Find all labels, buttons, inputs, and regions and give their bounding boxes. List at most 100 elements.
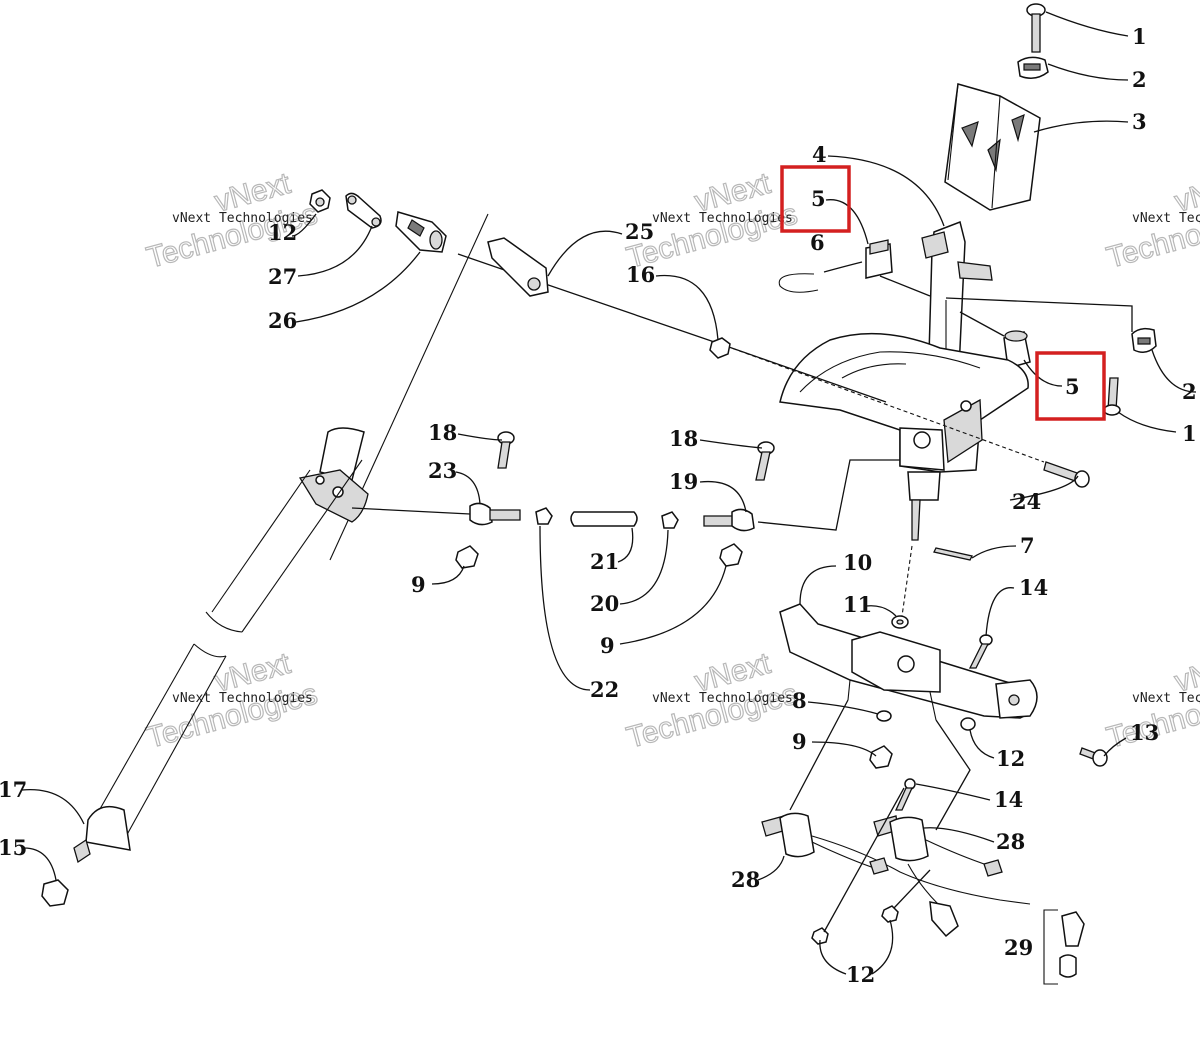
steering-arm-part-10 (779, 603, 1038, 721)
bolt-part-14-upper (968, 634, 993, 669)
callout-label: 9 (792, 729, 807, 754)
callout-label: 28 (731, 867, 760, 892)
ball-joint-part-19 (703, 508, 755, 532)
sleeve-part-21 (570, 511, 638, 527)
callout-label: 20 (590, 591, 619, 616)
callout-label: 27 (268, 264, 297, 289)
bolt-part-24 (1043, 461, 1090, 488)
callout-labels: 1 2 3 4 5 6 12 27 26 25 16 5 2 1 18 23 1… (0, 24, 1197, 987)
callout-label: 1 (1182, 421, 1197, 446)
ball-joint-part-23 (469, 502, 521, 526)
bushing-part-5-upper (865, 239, 893, 279)
axis-line (901, 545, 913, 617)
bolt-part-14-lower (894, 778, 916, 811)
tie-rod-end-part-25 (487, 237, 549, 297)
bushing-part-5-lower (1003, 330, 1031, 369)
callout-label: 9 (600, 633, 615, 658)
callout-label: 12 (846, 962, 875, 987)
nut-part-16 (709, 337, 731, 359)
bolt-part-18-right (755, 441, 775, 481)
callout-label: 18 (669, 426, 698, 451)
watermark-mid-center: Technologies vNext vNext Technologies (623, 646, 802, 755)
connector-plug (929, 901, 959, 938)
callout-label: 17 (0, 777, 27, 802)
callout-label: 13 (1130, 720, 1159, 745)
watermark-text: vNext Technologies (172, 691, 313, 706)
callout-label: 19 (669, 469, 698, 494)
callout-label: 22 (590, 677, 619, 702)
pitman-arm-part-27 (345, 192, 382, 229)
callout-label: 14 (994, 787, 1023, 812)
watermark-text: vNext Technologies (1132, 211, 1200, 226)
callout-label: 26 (268, 308, 297, 333)
assembly-bracket-line (879, 275, 931, 297)
callout-label: 25 (625, 219, 654, 244)
nut-part-15 (41, 879, 69, 907)
watermark-text: vNext Technologies (172, 211, 313, 226)
tie-rod-end-part-26 (395, 211, 447, 253)
watermark-text: vNext Technologies (652, 211, 793, 226)
axis-line (725, 345, 1045, 463)
callout-label: 8 (792, 688, 807, 713)
bolt-part-13 (1079, 747, 1108, 767)
nut-part-9-lower (869, 745, 893, 769)
highlight-box-upper (780, 165, 851, 233)
callout-label: 1 (1132, 24, 1147, 49)
callout-label: 12 (996, 746, 1025, 771)
washer-part-11 (891, 615, 909, 629)
washer-part-8 (876, 710, 892, 722)
callout-label: 10 (843, 550, 872, 575)
nut-part-9-left (455, 545, 479, 569)
watermark-text: vNext Technologies (652, 691, 793, 706)
callout-label: 11 (843, 592, 872, 617)
sensor-part-28-right (873, 815, 1003, 877)
callout-label: 23 (428, 458, 457, 483)
nut-part-12-bottom-right (881, 905, 899, 923)
pin-part-7 (933, 547, 973, 561)
watermark-text: vNext Technologies (1132, 691, 1200, 706)
sensor-part-28-left (761, 812, 1031, 905)
watermark-mid-left: Technologies vNext vNext Technologies (143, 646, 322, 755)
callout-label: 5 (1065, 374, 1080, 399)
drag-link-axis (757, 459, 900, 531)
callout-label: 15 (0, 835, 27, 860)
assembly-bracket-line (935, 719, 971, 831)
callout-label: 18 (428, 420, 457, 445)
bolt-part-1-top (1026, 3, 1046, 53)
connector-kit-part-29 (1043, 909, 1085, 985)
callout-label: 16 (626, 262, 655, 287)
steering-column (41, 213, 489, 907)
callout-label: 21 (590, 549, 619, 574)
nut-part-20 (661, 511, 679, 529)
assembly-bracket-line (789, 699, 849, 811)
callout-label: 29 (1004, 935, 1033, 960)
steering-support-tower (779, 332, 1029, 541)
nut-part-22 (535, 507, 553, 525)
bolt-part-1-right (1103, 377, 1121, 416)
snap-ring-part-6 (778, 273, 819, 293)
leader-lines (21, 11, 1197, 975)
clamp-part-2-right (1131, 327, 1157, 353)
callout-label: 12 (268, 220, 297, 245)
highlight-box-lower (1035, 351, 1106, 421)
nut-part-12-top (309, 189, 331, 213)
nut-part-12-mid (960, 717, 976, 731)
callout-label: 3 (1132, 109, 1147, 134)
callout-label: 7 (1020, 533, 1035, 558)
callout-label: 28 (996, 829, 1025, 854)
bolt-part-18-left (497, 431, 515, 469)
sensor-wire (907, 863, 939, 905)
callout-label: 14 (1019, 575, 1048, 600)
assembly-bracket-line (959, 311, 1005, 337)
drag-link-axis (351, 507, 471, 515)
callout-label: 4 (812, 142, 827, 167)
assembly-bracket-line (945, 297, 1133, 332)
callout-label: 6 (810, 230, 825, 255)
callout-label: 2 (1182, 379, 1197, 404)
nut-part-9-mid (719, 543, 743, 567)
clamp-part-2-top (1017, 56, 1049, 79)
callout-label: 5 (811, 186, 826, 211)
callout-label: 24 (1012, 489, 1041, 514)
callout-label: 2 (1132, 67, 1147, 92)
